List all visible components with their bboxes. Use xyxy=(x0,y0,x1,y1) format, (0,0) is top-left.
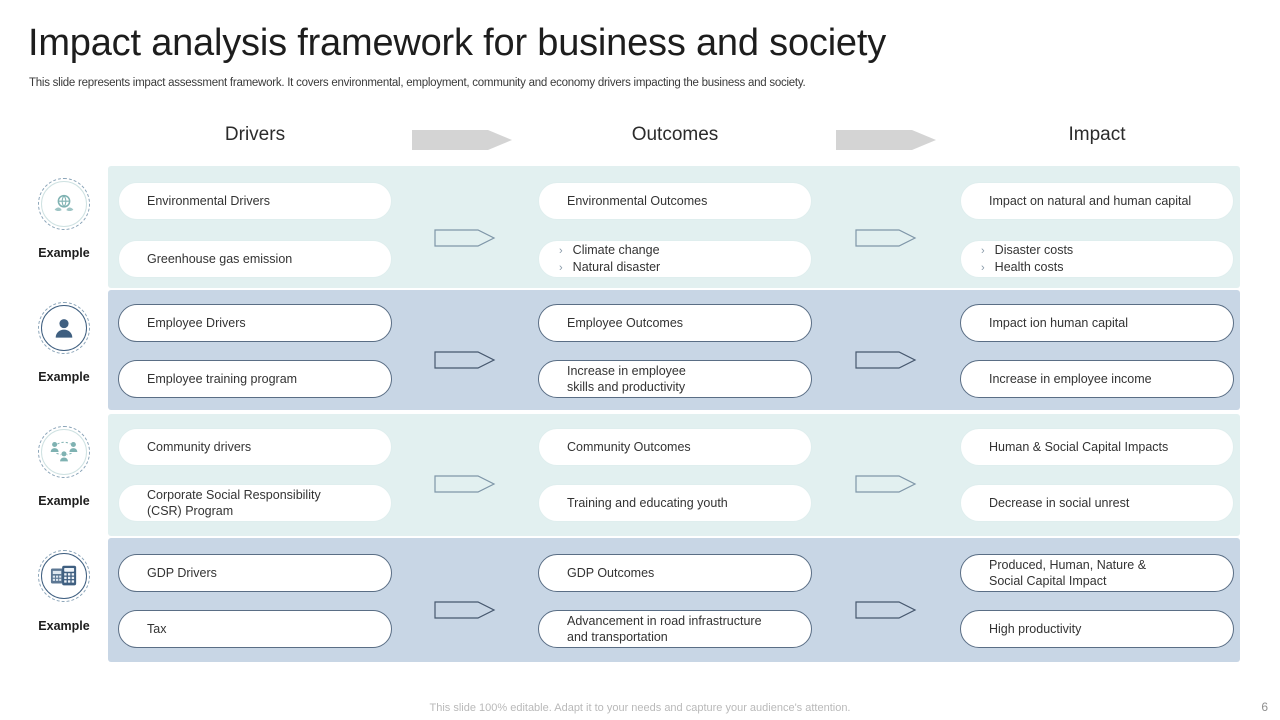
impact-example-card-bullet-text: Disaster costs xyxy=(994,243,1074,258)
icon-glyph xyxy=(41,181,87,227)
driver-title-card[interactable]: Employee Drivers xyxy=(118,304,392,342)
driver-example-card[interactable]: Tax xyxy=(118,610,392,648)
flow-arrow-icon-outcomes-to-impact xyxy=(855,227,917,249)
row-example-label: Example xyxy=(38,246,90,260)
outcome-title-card-text: Community Outcomes xyxy=(567,440,691,454)
outcome-example-card[interactable]: › Climate change › Natural disaster xyxy=(538,240,812,278)
person-user-icon xyxy=(38,302,90,354)
outcome-title-card-text: Environmental Outcomes xyxy=(567,194,708,208)
outcome-title-card[interactable]: Employee Outcomes xyxy=(538,304,812,342)
icon-dashed-ring xyxy=(38,550,90,602)
driver-title-card-text: Community drivers xyxy=(147,440,252,454)
flow-arrow-icon-drivers-to-outcomes xyxy=(434,227,496,249)
outcome-example-card-bullet-text: Climate change xyxy=(572,243,660,258)
outcome-title-card-text: GDP Outcomes xyxy=(567,566,655,580)
driver-title-card-text: GDP Drivers xyxy=(147,566,217,580)
outcome-title-card-text: Employee Outcomes xyxy=(567,316,684,330)
outcome-title-card[interactable]: GDP Outcomes xyxy=(538,554,812,592)
driver-example-card-text: Employee training program xyxy=(147,372,298,386)
impact-example-card-bullet-item: › Disaster costs xyxy=(981,242,1073,259)
outcome-title-card[interactable]: Community Outcomes xyxy=(538,428,812,466)
impact-title-card-text: Impact ion human capital xyxy=(989,316,1128,330)
driver-title-card-text: Environmental Drivers xyxy=(147,194,270,208)
outcome-example-card-bullet-item: › Natural disaster xyxy=(559,259,660,276)
impact-example-card[interactable]: Decrease in social unrest xyxy=(960,484,1234,522)
impact-example-card-text: Decrease in social unrest xyxy=(989,496,1130,510)
chevron-right-icon: › xyxy=(981,245,985,258)
outcome-example-card-bullet-list: › Climate change › Natural disaster xyxy=(559,242,660,275)
flow-arrow-icon-outcomes-to-impact xyxy=(855,473,917,495)
impact-example-card-bullet-list: › Disaster costs › Health costs xyxy=(981,242,1073,275)
impact-title-card[interactable]: Human & Social Capital Impacts xyxy=(960,428,1234,466)
eco-globe-leaf-icon xyxy=(38,178,90,230)
row-example-label: Example xyxy=(38,494,90,508)
impact-title-card-text: Impact on natural and human capital xyxy=(989,194,1192,208)
column-header-impact: Impact xyxy=(1068,124,1126,145)
column-header-drivers: Drivers xyxy=(224,124,286,145)
column-headers: Drivers Outcomes Impact xyxy=(0,124,1280,158)
flow-arrow-icon-drivers-to-outcomes xyxy=(434,473,496,495)
flow-arrow-icon-drivers-to-outcomes xyxy=(434,349,496,371)
impact-title-card-text: Produced, Human, Nature &Social Capital … xyxy=(989,558,1147,588)
header-arrow-icon-2 xyxy=(836,130,936,150)
calculator-finance-icon xyxy=(38,550,90,602)
impact-title-card[interactable]: Impact on natural and human capital xyxy=(960,182,1234,220)
driver-example-card[interactable]: Employee training program xyxy=(118,360,392,398)
driver-example-card-text: Corporate Social Responsibility(CSR) Pro… xyxy=(147,488,321,518)
header-arrow-icon-1 xyxy=(412,130,512,150)
column-header-outcomes: Outcomes xyxy=(631,124,719,145)
icon-dashed-ring xyxy=(38,426,90,478)
flow-arrow-icon-outcomes-to-impact xyxy=(855,349,917,371)
impact-example-card[interactable]: › Disaster costs › Health costs xyxy=(960,240,1234,278)
driver-example-card[interactable]: Corporate Social Responsibility(CSR) Pro… xyxy=(118,484,392,522)
impact-example-card-bullet-text: Health costs xyxy=(994,260,1064,274)
page-title: Impact analysis framework for business a… xyxy=(28,22,887,64)
outcome-example-card-bullet-text: Natural disaster xyxy=(572,260,661,274)
impact-example-card[interactable]: Increase in employee income xyxy=(960,360,1234,398)
icon-glyph xyxy=(41,429,87,475)
outcome-title-card[interactable]: Environmental Outcomes xyxy=(538,182,812,220)
icon-glyph xyxy=(41,553,87,599)
icon-dashed-ring xyxy=(38,178,90,230)
driver-title-card[interactable]: Environmental Drivers xyxy=(118,182,392,220)
icon-dashed-ring xyxy=(38,302,90,354)
driver-example-card-text: Greenhouse gas emission xyxy=(147,252,293,266)
outcome-example-card[interactable]: Training and educating youth xyxy=(538,484,812,522)
driver-title-card[interactable]: Community drivers xyxy=(118,428,392,466)
driver-title-card-text: Employee Drivers xyxy=(147,316,246,330)
outcome-example-card-text: Training and educating youth xyxy=(567,496,728,510)
impact-title-card[interactable]: Produced, Human, Nature &Social Capital … xyxy=(960,554,1234,592)
flow-arrow-icon-drivers-to-outcomes xyxy=(434,599,496,621)
page-number: 6 xyxy=(1261,700,1268,714)
impact-example-card-bullet-item: › Health costs xyxy=(981,259,1073,276)
community-people-group-icon xyxy=(38,426,90,478)
driver-example-card[interactable]: Greenhouse gas emission xyxy=(118,240,392,278)
page-subtitle: This slide represents impact assessment … xyxy=(29,77,806,89)
chevron-right-icon: › xyxy=(559,262,563,274)
impact-title-card[interactable]: Impact ion human capital xyxy=(960,304,1234,342)
impact-example-card[interactable]: High productivity xyxy=(960,610,1234,648)
chevron-right-icon: › xyxy=(981,262,985,274)
row-example-label: Example xyxy=(38,370,90,384)
outcome-example-card-bullet-item: › Climate change xyxy=(559,242,660,259)
icon-glyph xyxy=(41,305,87,351)
chevron-right-icon: › xyxy=(559,245,563,258)
impact-example-card-text: High productivity xyxy=(989,622,1082,636)
footer-note: This slide 100% editable. Adapt it to yo… xyxy=(429,702,851,714)
row-example-label: Example xyxy=(38,619,90,633)
flow-arrow-icon-outcomes-to-impact xyxy=(855,599,917,621)
impact-example-card-text: Increase in employee income xyxy=(989,372,1152,386)
impact-title-card-text: Human & Social Capital Impacts xyxy=(989,440,1169,454)
driver-example-card-text: Tax xyxy=(147,622,167,636)
driver-title-card[interactable]: GDP Drivers xyxy=(118,554,392,592)
